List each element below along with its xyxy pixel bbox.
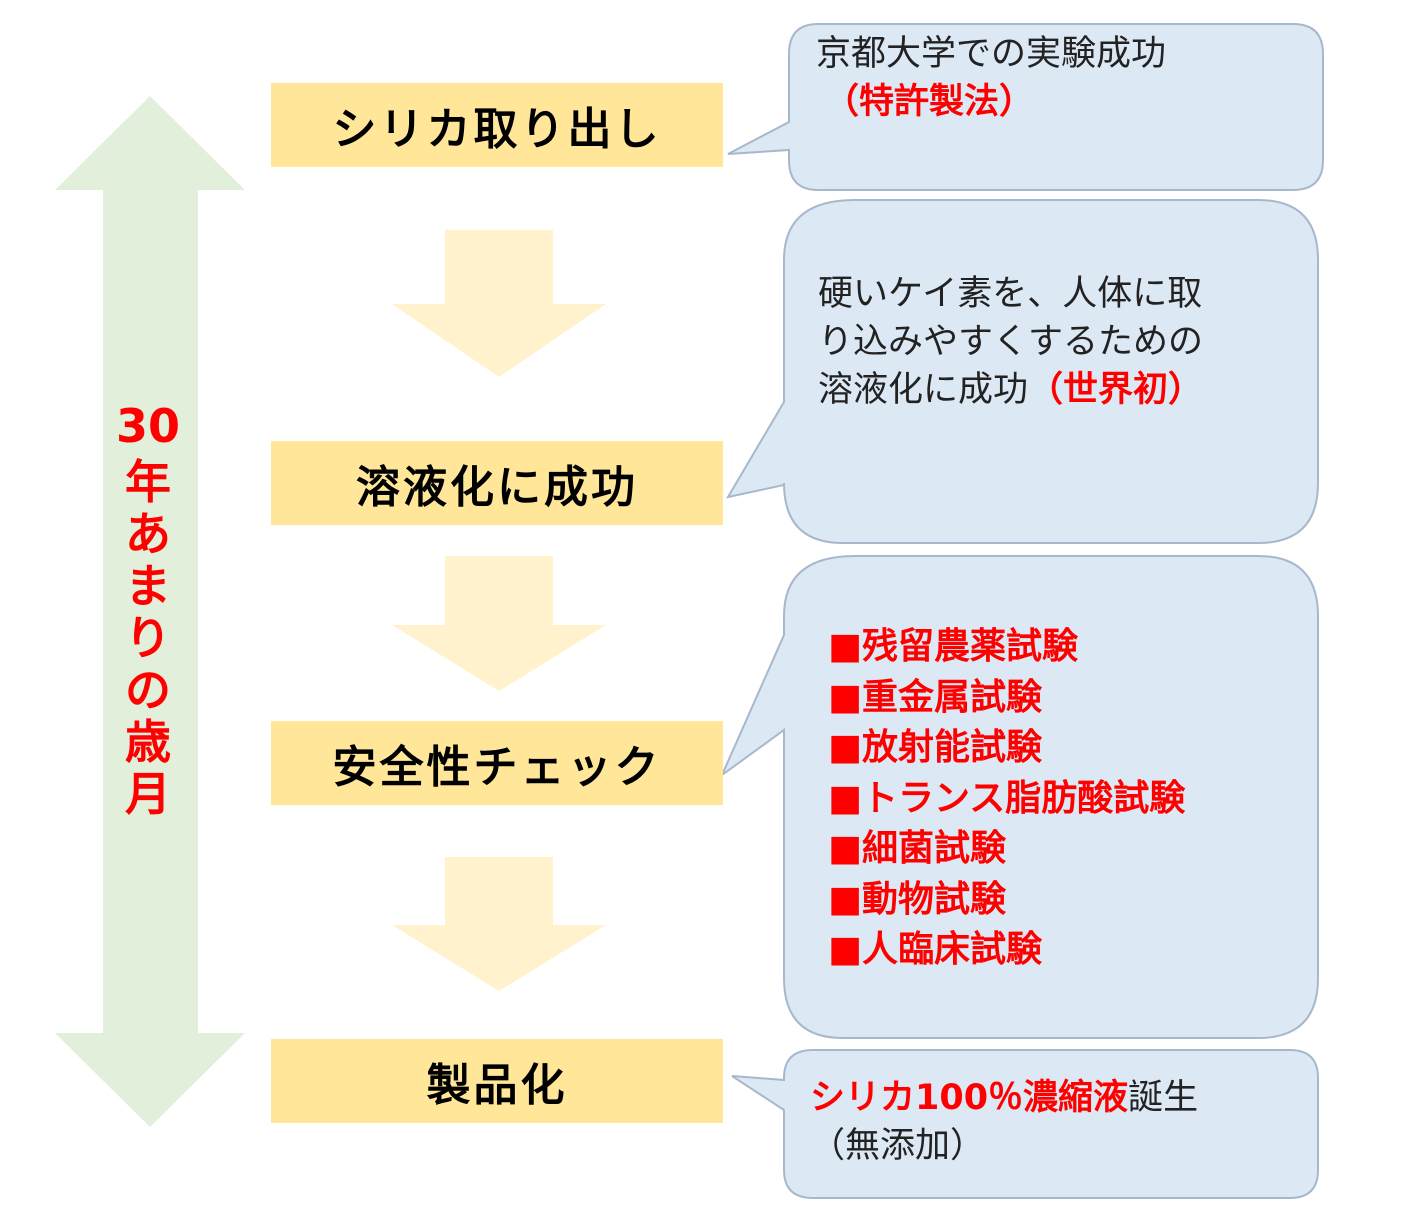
- timeline-char: 月: [125, 767, 171, 821]
- speech-bubble-3: [719, 555, 1319, 1039]
- bubble-4-text: シリカ100％濃縮液誕生 （無添加）: [810, 1074, 1198, 1170]
- test-item: ■残留農薬試験: [828, 626, 1079, 667]
- test-item: ■人臨床試験: [828, 929, 1043, 970]
- timeline-char: 歳: [125, 715, 171, 769]
- speech-bubble-1: [727, 23, 1324, 191]
- bubble-4-line: （無添加）: [810, 1126, 986, 1166]
- speech-bubble-4: [731, 1049, 1319, 1199]
- timeline-double-arrow: [55, 96, 245, 1127]
- test-item: ■動物試験: [828, 878, 1007, 920]
- down-arrow-2: [392, 556, 606, 691]
- timeline-char: 年: [125, 455, 171, 509]
- bubble-1-text: 京都大学での実験成功 （特許製法）: [816, 30, 1166, 126]
- test-item: ■トランス脂肪酸試験: [828, 777, 1186, 819]
- bubble-1-highlight: （特許製法）: [824, 82, 1035, 122]
- bubble-4-highlight: シリカ100％濃縮液: [810, 1078, 1129, 1118]
- bubble-2-line: 溶液化に成功: [818, 370, 1029, 410]
- bubble-2-line: 硬いケイ素を、人体に取: [818, 274, 1203, 314]
- step-productization: 製品化: [271, 1039, 723, 1123]
- bubble-4-line: 誕生: [1128, 1078, 1199, 1118]
- safety-test-list: ■残留農薬試験 ■重金属試験 ■放射能試験 ■トランス脂肪酸試験 ■細菌試験 ■…: [828, 622, 1185, 976]
- test-item: ■細菌試験: [828, 828, 1007, 869]
- timeline-label: 30 年 あ ま り の 歳 月: [108, 400, 188, 820]
- step-safety-check: 安全性チェック: [271, 721, 723, 805]
- step-silica-extraction: シリカ取り出し: [271, 83, 723, 167]
- timeline-char: り: [125, 611, 171, 665]
- speech-bubble-2: [725, 199, 1319, 544]
- timeline-char: あ: [125, 507, 171, 561]
- down-arrow-1: [392, 230, 606, 377]
- test-item: ■重金属試験: [828, 676, 1043, 718]
- timeline-char: の: [125, 663, 171, 717]
- bubble-1-line: 京都大学での実験成功: [816, 34, 1167, 74]
- bubble-2-line: り込みやすくするための: [818, 322, 1204, 362]
- timeline-char: ま: [125, 559, 171, 613]
- bubble-2-text: 硬いケイ素を、人体に取 り込みやすくするための 溶液化に成功（世界初）: [818, 270, 1203, 414]
- step-liquefaction-success: 溶液化に成功: [271, 441, 723, 525]
- test-item: ■放射能試験: [828, 727, 1043, 768]
- timeline-number: 30: [115, 399, 180, 453]
- bubble-2-highlight: （世界初）: [1028, 370, 1204, 410]
- down-arrow-3: [392, 857, 606, 991]
